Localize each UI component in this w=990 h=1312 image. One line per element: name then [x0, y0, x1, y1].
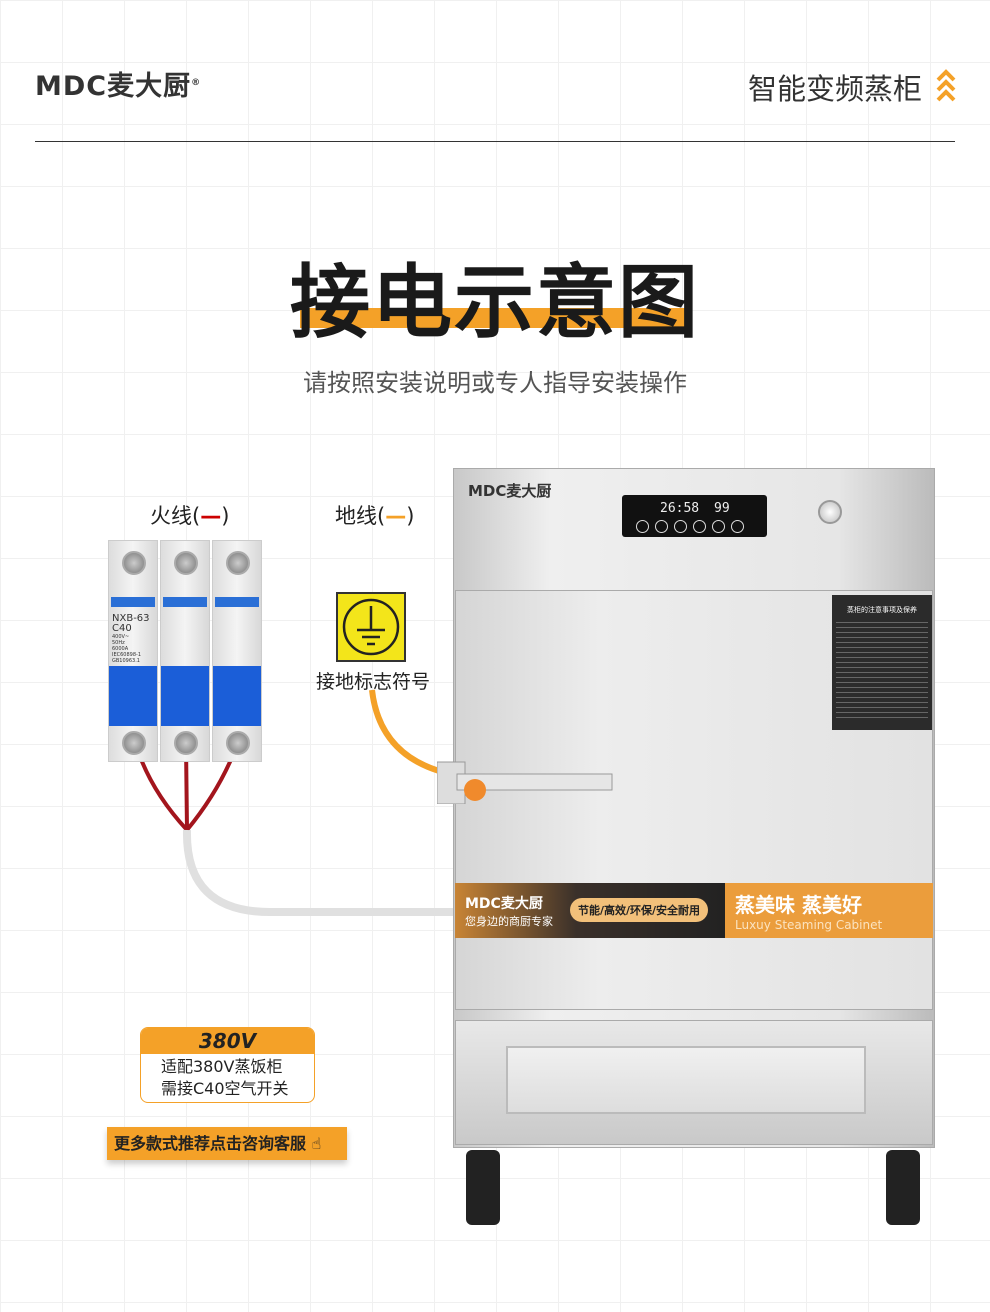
banner-headline: 蒸美味 蒸美好 — [735, 893, 862, 917]
ground-symbol-icon — [336, 592, 406, 662]
brand-name: MDC麦大厨 — [35, 71, 192, 102]
timer-display: 26:58 — [660, 501, 700, 516]
banner-slogan: 您身边的商厨专家 — [465, 915, 553, 928]
panel-button[interactable] — [674, 520, 687, 533]
voltage-spec-box: 380V 适配380V蒸饭柜需接C40空气开关 — [140, 1027, 315, 1103]
control-panel[interactable]: 26:58 99 — [622, 495, 767, 537]
banner-brand: MDC麦大厨 — [465, 896, 543, 912]
spec: GB10963.1 — [112, 658, 140, 664]
product-name: 智能变频蒸柜 — [748, 72, 923, 106]
title-highlight — [300, 308, 688, 328]
panel-button[interactable] — [655, 520, 668, 533]
hand-pointer-icon: ☝ — [311, 1134, 322, 1153]
consult-service-button[interactable]: 更多款式推荐点击咨询客服 ☝ — [107, 1127, 347, 1160]
live-dash: — — [200, 504, 222, 528]
spec: IEC60898-1 — [112, 652, 142, 658]
double-chevron-up-icon — [936, 69, 956, 102]
live-wire-label: 火线(—) — [150, 500, 229, 530]
close-paren: ) — [221, 504, 230, 528]
spec: 400V~ — [112, 634, 130, 640]
divider — [35, 141, 955, 142]
notice-sticker: 蒸柜的注意事项及保养 — [832, 595, 932, 730]
notice-title: 蒸柜的注意事项及保养 — [847, 606, 917, 614]
ground-wire-label: 地线(—) — [335, 500, 414, 530]
voltage-label: 380V — [141, 1028, 314, 1054]
breaker-model: NXB-63 — [112, 613, 150, 624]
brand-logo: MDC麦大厨® — [35, 71, 202, 102]
page-subtitle: 请按照安装说明或专人指导安装操作 — [303, 369, 687, 397]
ground-dash: — — [385, 504, 407, 528]
panel-button[interactable] — [636, 520, 649, 533]
wheel — [886, 1150, 920, 1225]
cabinet-drawer — [455, 1020, 933, 1145]
spec-line: 需接C40空气开关 — [161, 1079, 289, 1098]
spec: 6000A — [112, 646, 129, 652]
close-paren: ) — [406, 504, 415, 528]
ground-text: 地线( — [335, 504, 386, 528]
door-handle[interactable] — [437, 760, 615, 804]
spec: 50Hz — [112, 640, 125, 646]
spec-line: 适配380V蒸饭柜 — [161, 1057, 283, 1076]
ground-symbol-label: 接地标志符号 — [316, 671, 431, 693]
power-cable — [182, 829, 455, 916]
wheel — [466, 1150, 500, 1225]
banner-english: Luxuy Steaming Cabinet — [735, 918, 883, 932]
down-button[interactable] — [712, 520, 725, 533]
knob[interactable] — [818, 500, 842, 524]
breaker-rating: C40 — [112, 623, 132, 634]
start-button[interactable] — [731, 520, 744, 533]
cabinet-logo: MDC麦大厨 — [468, 482, 552, 500]
panel-buttons — [636, 520, 744, 533]
page-title: 接电示意图 — [290, 256, 700, 349]
features-pill: 节能/高效/环保/安全耐用 — [570, 898, 709, 922]
cta-label: 更多款式推荐点击咨询客服 — [114, 1134, 307, 1153]
live-text: 火线( — [150, 504, 201, 528]
up-button[interactable] — [693, 520, 706, 533]
temp-display: 99 — [714, 501, 730, 516]
